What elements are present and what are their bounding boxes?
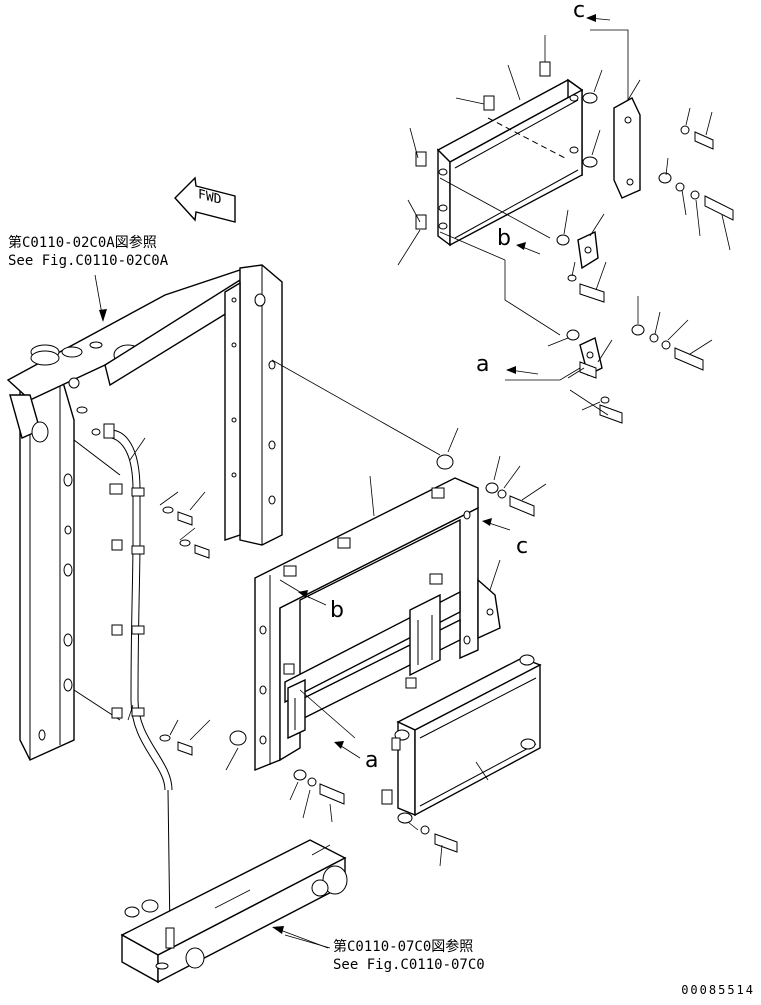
reserve-tank <box>120 839 348 984</box>
connection-label-a-frame: a <box>365 748 379 773</box>
radiator-frame <box>6 264 283 761</box>
bottom-reference-jp: 第C0110-07C0図参照 <box>333 939 474 955</box>
mounting-brackets <box>505 209 713 424</box>
connection-arrows <box>298 14 611 759</box>
connection-label-c-frame: c <box>516 534 529 559</box>
connection-label-c-top: c <box>573 0 586 23</box>
top-reference-jp: 第C0110-02C0A図参照 <box>8 235 157 251</box>
fwd-arrow <box>174 176 236 223</box>
fuel-cooler <box>381 654 542 867</box>
connection-label-b-frame: b <box>330 598 344 623</box>
connection-label-a-top: a <box>476 352 490 377</box>
connection-label-b-top: b <box>497 226 511 251</box>
bottom-reference-en: See Fig.C0110-07C0 <box>333 957 485 973</box>
top-reference-en: See Fig.C0110-02C0A <box>8 253 169 269</box>
hose-assembly <box>76 406 211 939</box>
oil-cooler-upper <box>397 29 734 336</box>
reference-leaders <box>94 274 329 949</box>
document-number: 00085514 <box>681 983 755 997</box>
